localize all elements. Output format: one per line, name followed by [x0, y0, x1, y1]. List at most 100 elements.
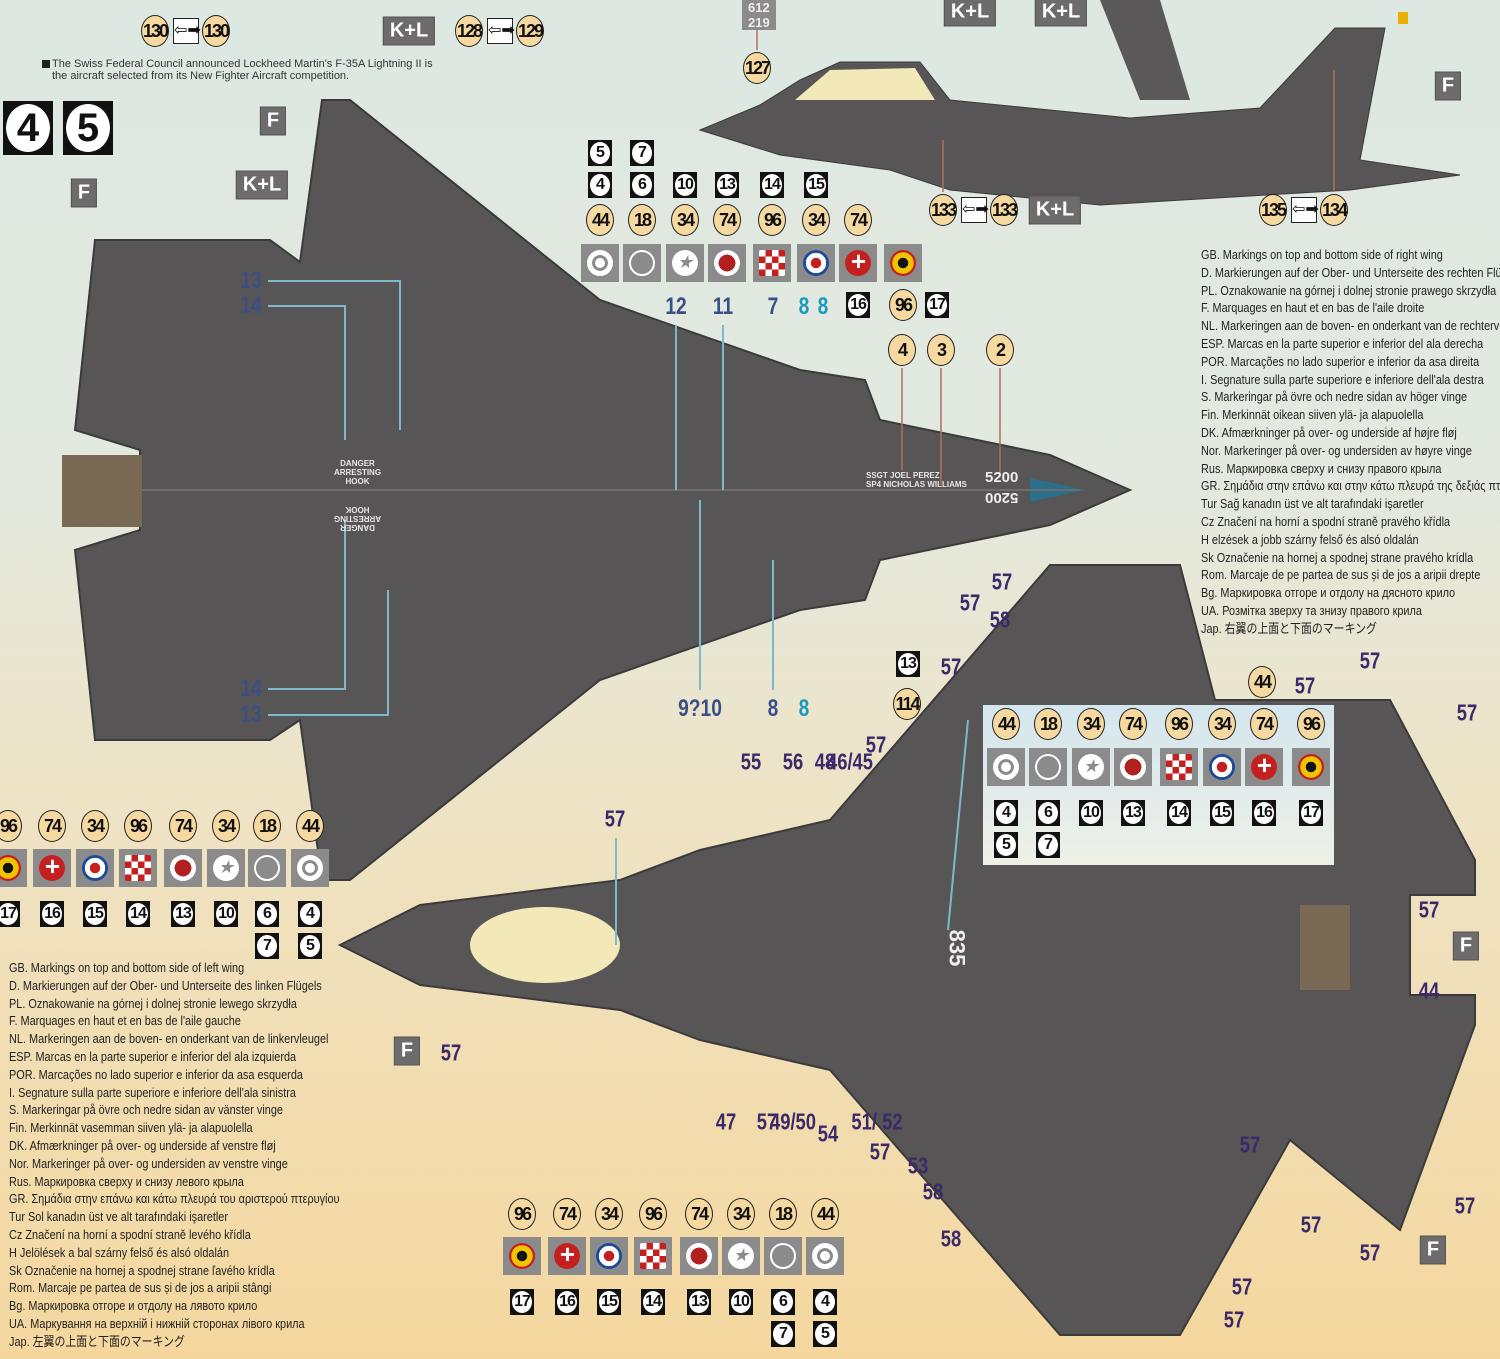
decal-box-label: 14: [128, 903, 148, 925]
decal-number: 57: [1359, 647, 1381, 674]
right-wing-instructions: GB. Markings on top and bottom side of r…: [1201, 246, 1500, 638]
decal-number-circle: 135: [1259, 194, 1287, 226]
decal-number-circle: 18: [769, 1198, 797, 1230]
decal-number: 56: [782, 748, 804, 775]
color-code-box: F: [1452, 931, 1480, 961]
instruction-line: Cz Značení na horní a spodní straně prav…: [1201, 513, 1451, 529]
decal-box: 14: [126, 901, 150, 927]
decal-number: 57: [604, 805, 626, 832]
decal-number: 51/ 52: [851, 1108, 903, 1135]
color-code-box: K+L: [382, 16, 436, 46]
decal-number: 57: [1239, 1131, 1261, 1158]
decal-number: 57: [1359, 1239, 1381, 1266]
decal-box-label: 4: [815, 1291, 835, 1313]
decal-number-circle: 34: [1077, 708, 1105, 740]
color-code-box: F: [259, 106, 287, 136]
crew-names-marking: SSGT JOEL PEREZ SP4 NICHOLAS WILLIAMS: [866, 471, 967, 489]
swiss-roundel-icon: [839, 244, 877, 282]
instruction-line: GB. Markings on top and bottom side of l…: [9, 960, 245, 975]
decal-box-label: 7: [1038, 834, 1058, 856]
swap-arrow-icon: ⇦➡: [961, 197, 989, 223]
decal-number-circle: 3: [927, 334, 955, 366]
decal-box: 10: [729, 1289, 753, 1315]
decal-number-circle: 114: [893, 688, 921, 720]
decal-box: 17: [925, 292, 949, 318]
instruction-line: Rom. Marcaje de pe partea de sus și de j…: [1201, 567, 1481, 583]
decal-number: 58: [989, 606, 1011, 633]
instruction-line: Fin. Merkinnät oikean siiven ylä- ja ala…: [1201, 407, 1424, 423]
swap-arrow-icon: ⇦➡: [1291, 197, 1319, 223]
decal-number-circle: 96: [124, 810, 152, 842]
instruction-line: Bg. Маркировка отгоре и отдолу на дяснот…: [1201, 585, 1456, 601]
modex-number: 835: [944, 929, 970, 967]
decal-box: 14: [641, 1289, 665, 1315]
decal-number: 54: [817, 1120, 839, 1147]
decal-number: 47: [715, 1108, 737, 1135]
decal-box: 7: [255, 933, 279, 959]
instruction-line: ESP. Marcas en la parte superior e infer…: [9, 1048, 297, 1064]
decal-number-circle: 34: [1208, 708, 1236, 740]
engine-nozzle-bottom: [1300, 905, 1350, 990]
swiss-roundel-icon: [548, 1237, 586, 1275]
decal-box-label: 7: [632, 142, 652, 164]
decal-box-label: 16: [42, 903, 62, 925]
decal-box-label: 17: [1301, 802, 1321, 824]
side-view-vertical-tail: [1100, 0, 1190, 100]
engine-nozzle: [62, 455, 142, 527]
decal-box-label: 4: [590, 174, 610, 196]
instruction-line: H elzések a jobb szárny felső és alsó ol…: [1201, 531, 1419, 547]
color-code-box: F: [70, 178, 98, 208]
color-code-box: F: [1434, 71, 1462, 101]
empty-roundel-icon: [764, 1237, 802, 1275]
instruction-line: GB. Markings on top and bottom side of r…: [1201, 247, 1443, 262]
polish-roundel-icon: [1160, 748, 1198, 786]
decal-box: 6: [771, 1289, 795, 1315]
decal-number-circle: 134: [1320, 194, 1348, 226]
decal-number: 49/50: [769, 1108, 817, 1135]
decal-box-label: 15: [806, 174, 826, 196]
decal-number-circle: 34: [727, 1198, 755, 1230]
decal-number: 57: [991, 568, 1013, 595]
instruction-line: Jap. 右翼の上面と下面のマーキング: [1201, 620, 1377, 636]
decal-number-circle: 34: [595, 1198, 623, 1230]
part-number: 8: [798, 695, 810, 722]
decal-box-label: 5: [815, 1323, 835, 1345]
decal-number: 57: [756, 1108, 778, 1135]
side-view-canopy: [795, 68, 935, 100]
decal-box-label: 6: [257, 903, 277, 925]
belgium-roundel-icon: [884, 244, 922, 282]
decal-box: 10: [673, 172, 697, 198]
decal-number-circle: 96: [508, 1198, 536, 1230]
big-decal-5: 5: [63, 101, 113, 155]
big-decal-label: 5: [66, 104, 110, 152]
decal-number: 48: [814, 748, 836, 775]
empty-roundel-icon: [623, 244, 661, 282]
decal-box: 16: [1252, 800, 1276, 826]
swiss-roundel-icon: [33, 849, 71, 887]
decal-number: 57: [865, 731, 887, 758]
crew-name-2: SP4 NICHOLAS WILLIAMS: [866, 480, 967, 489]
decal-box: 13: [896, 651, 920, 677]
instruction-line: Rus. Маркировка сверху и снизу правого к…: [1201, 460, 1442, 476]
decal-box-label: 13: [717, 174, 737, 196]
color-code-box: K+L: [1034, 0, 1088, 27]
crew-name-1: SSGT JOEL PEREZ: [866, 471, 940, 480]
decal-box: 6: [630, 172, 654, 198]
instruction-line: Rom. Marcaje pe partea de sus și de jos …: [9, 1280, 272, 1296]
belgium-roundel-icon: [503, 1237, 541, 1275]
note-line-1: The Swiss Federal Council announced Lock…: [52, 58, 433, 70]
part-number: 12: [665, 293, 687, 320]
decal-number: 57: [1231, 1273, 1253, 1300]
decal-box-label: 4: [996, 802, 1016, 824]
decal-box-label: 15: [1212, 802, 1232, 824]
decal-box: 5: [298, 933, 322, 959]
instruction-line: D. Markierungen auf der Ober- und Unters…: [9, 977, 322, 993]
empty-roundel-icon: [248, 849, 286, 887]
decal-box-label: 14: [1169, 802, 1189, 824]
decal-number: 44: [1418, 977, 1440, 1004]
part-number: 14: [240, 292, 262, 319]
part-number: 7: [767, 293, 779, 320]
belgium-roundel-icon: [0, 849, 27, 887]
decal-number-circle: 96: [889, 289, 917, 321]
decal-number-circle: 133: [990, 194, 1018, 226]
